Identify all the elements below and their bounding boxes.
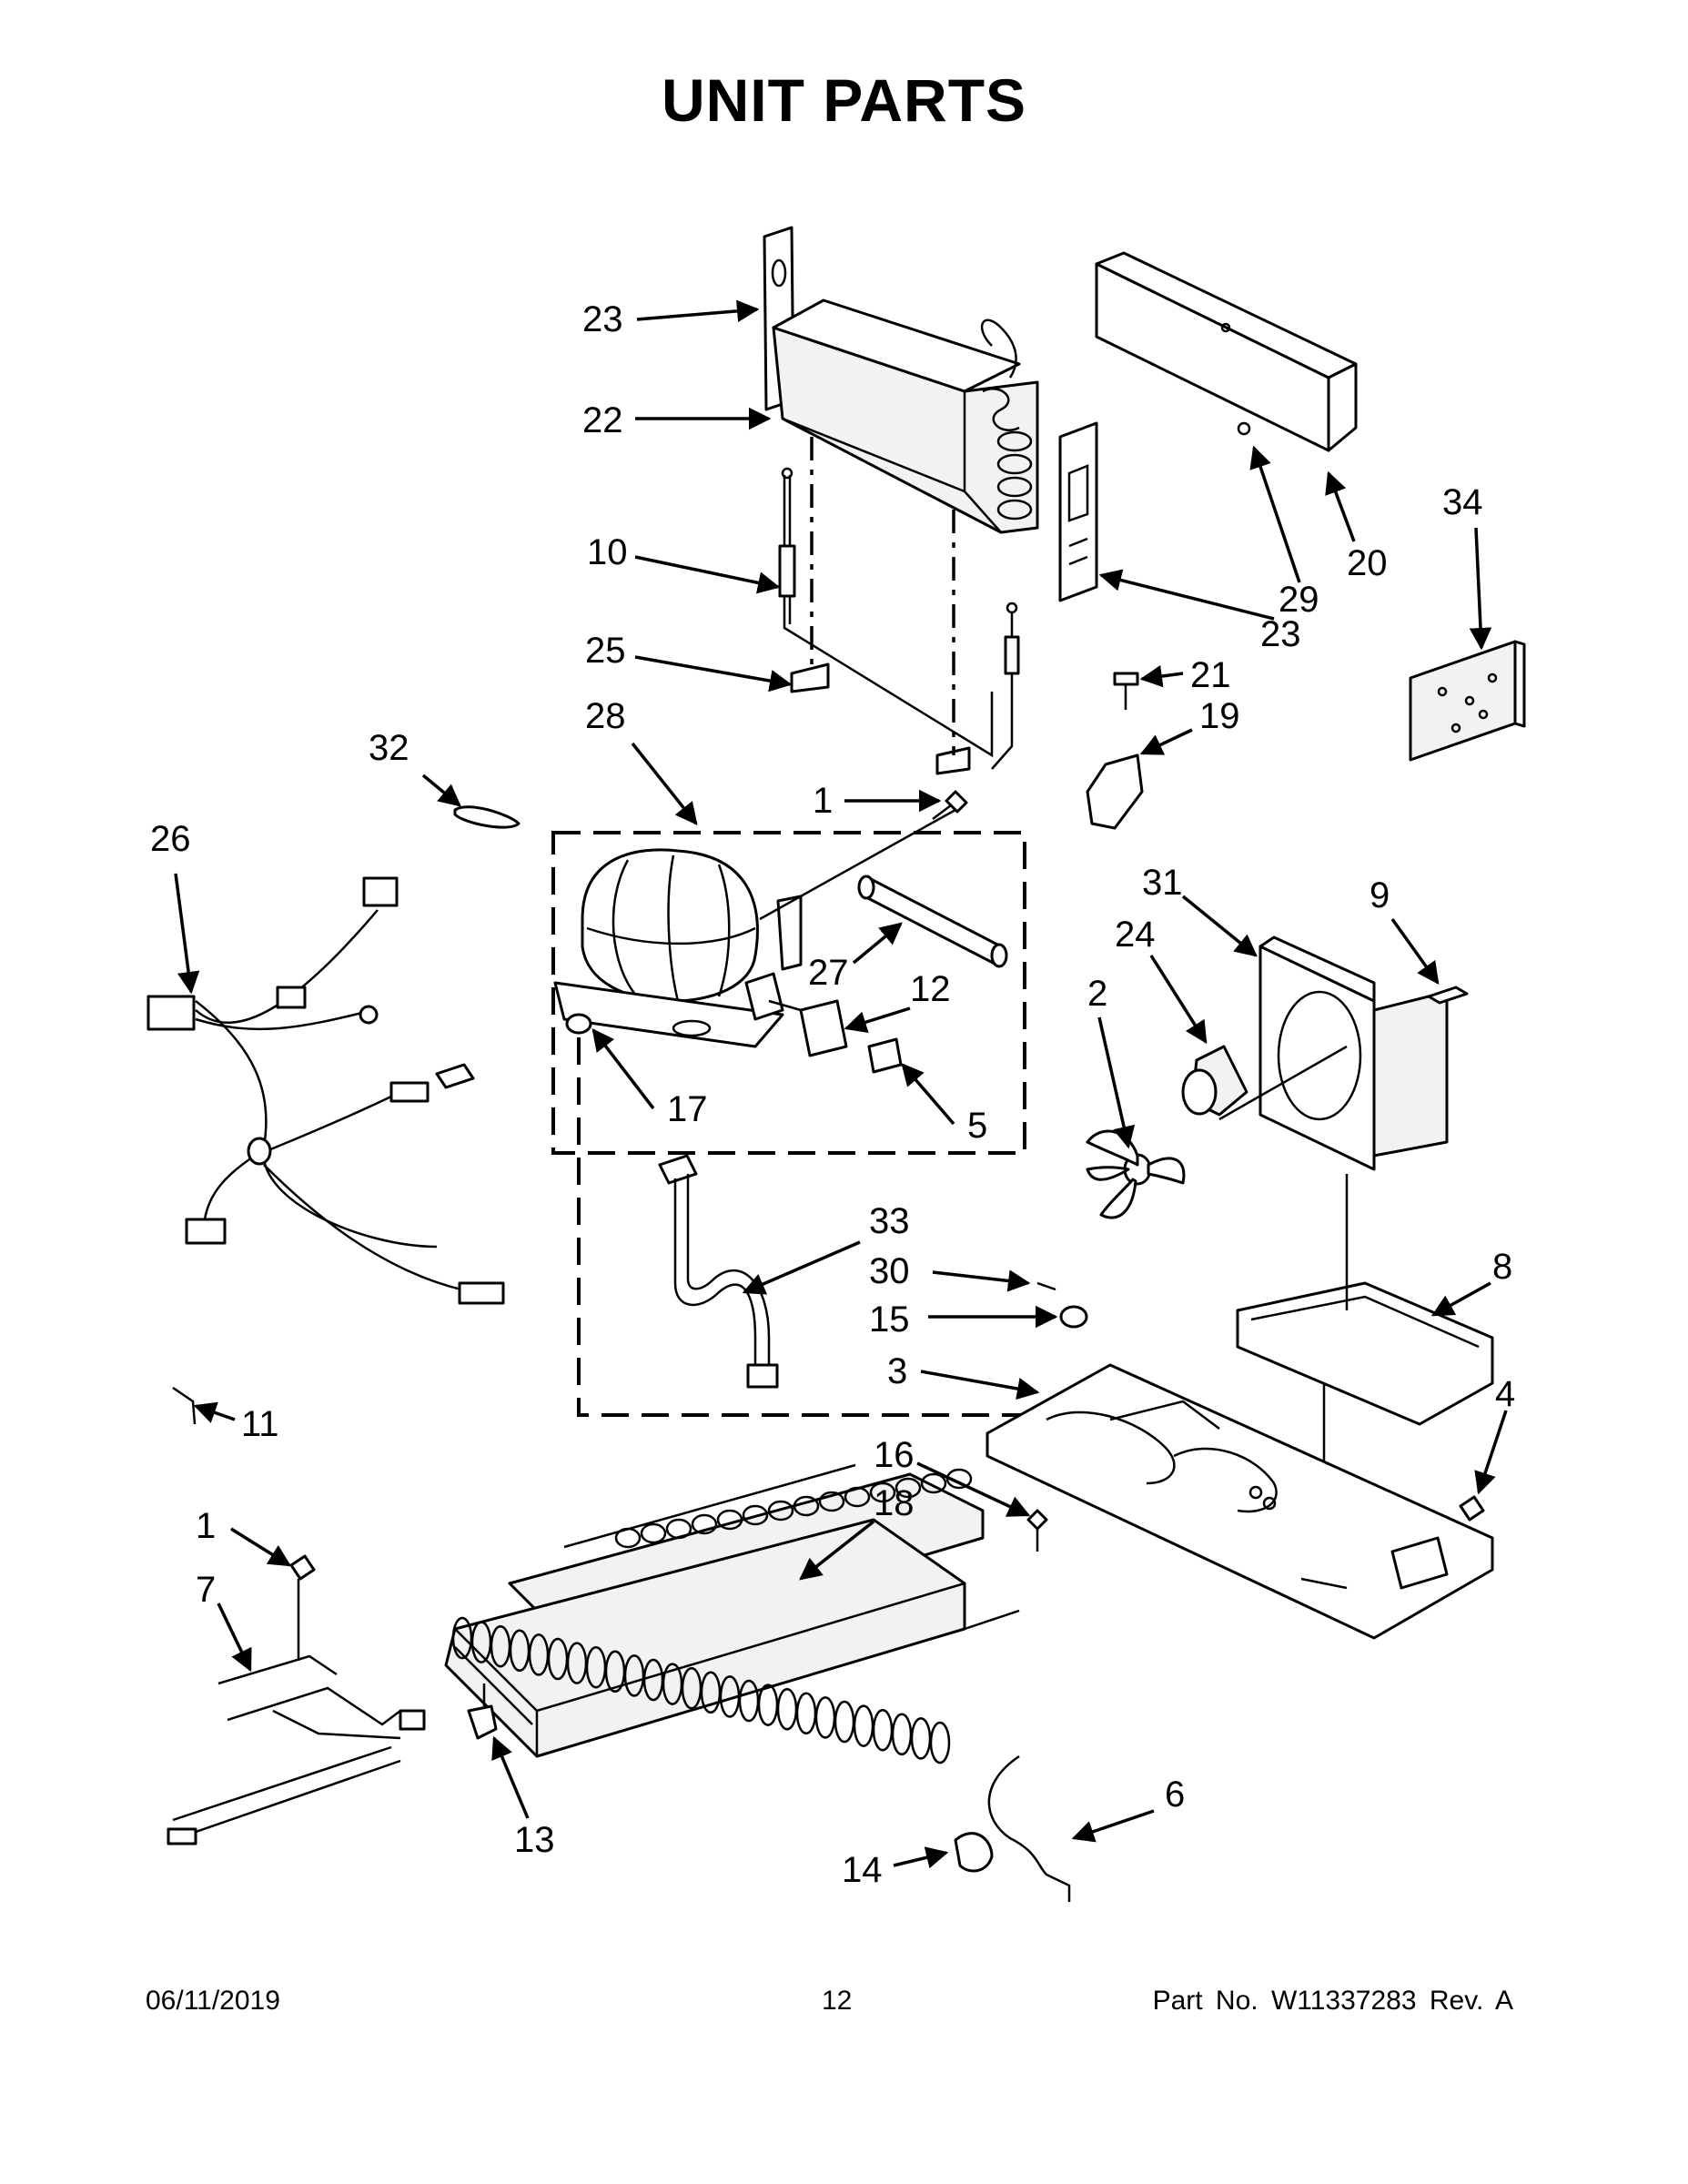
callout-31: 31 xyxy=(1142,863,1183,903)
callout-34: 34 xyxy=(1442,482,1483,522)
strap-illustration xyxy=(453,805,521,829)
callout-32: 32 xyxy=(369,728,409,768)
screw-and-clip-illustration xyxy=(1086,672,1144,830)
coil-loop-top xyxy=(742,1504,769,1526)
harness-7-illustration xyxy=(167,1554,426,1845)
coil-loop xyxy=(853,1704,874,1747)
footer-page-number: 12 xyxy=(822,1986,853,2016)
callout-21: 21 xyxy=(1190,655,1231,695)
callout-20: 20 xyxy=(1347,543,1388,583)
callout-25: 25 xyxy=(585,631,626,671)
callout-6: 6 xyxy=(1165,1774,1185,1815)
callout-arrows xyxy=(174,299,1508,1869)
base-pan-illustration xyxy=(986,1281,1494,1640)
coil-loop xyxy=(834,1700,855,1744)
coil-loop-top xyxy=(920,1472,947,1494)
callout-19: 19 xyxy=(1199,696,1240,736)
callout-7: 7 xyxy=(196,1570,216,1610)
coil-loop-top xyxy=(818,1491,845,1512)
callout-33: 33 xyxy=(869,1201,910,1241)
callout-30: 30 xyxy=(869,1251,910,1291)
evaporator-cover-illustration xyxy=(1058,251,1358,602)
coil-loop xyxy=(891,1713,913,1756)
callout-13: 13 xyxy=(514,1820,555,1860)
screw-1-top-illustration xyxy=(932,790,968,820)
footer-date: 06/11/2019 xyxy=(146,1986,280,2016)
coil-loop xyxy=(795,1692,817,1735)
callout-17: 17 xyxy=(667,1089,708,1129)
callout-11: 11 xyxy=(241,1404,279,1444)
callout-16: 16 xyxy=(874,1435,915,1475)
evaporator-illustration xyxy=(763,226,1039,775)
callout-29: 29 xyxy=(1279,580,1319,620)
callout-26: 26 xyxy=(150,819,191,859)
coil-loop-top xyxy=(691,1513,718,1535)
callout-9: 9 xyxy=(1370,875,1390,915)
coil-loop xyxy=(814,1696,836,1739)
drain-tube-illustration xyxy=(658,1154,779,1389)
wire-harness-illustration xyxy=(147,876,505,1305)
callout-8: 8 xyxy=(1492,1247,1512,1287)
coil-loop-top xyxy=(844,1486,871,1508)
callout-12: 12 xyxy=(910,969,951,1009)
callout-15: 15 xyxy=(869,1299,910,1340)
coil-loop-top xyxy=(895,1477,922,1499)
coil-loop-top xyxy=(767,1500,794,1522)
callout-22: 22 xyxy=(582,400,623,440)
coil-loop xyxy=(776,1687,798,1731)
wire-11-illustration xyxy=(172,1386,197,1425)
coil-loop-top xyxy=(665,1518,692,1540)
compressor-illustration xyxy=(553,808,1008,1074)
condenser-coils xyxy=(451,1468,973,1764)
coil-loop xyxy=(929,1721,951,1764)
tube-6-illustration xyxy=(987,1754,1071,1902)
coil-loop-top xyxy=(640,1522,667,1544)
condenser-fan-illustration xyxy=(1086,935,1469,1219)
callout-14: 14 xyxy=(842,1850,883,1890)
footer-part-number: Part No. W11337283 Rev. A xyxy=(1152,1986,1513,2016)
coil-loop xyxy=(910,1717,932,1760)
callout-2: 2 xyxy=(1087,974,1107,1014)
control-board-illustration xyxy=(1409,640,1526,762)
callout-28: 28 xyxy=(585,696,626,736)
callout-3: 3 xyxy=(887,1351,907,1391)
grommet-14-illustration xyxy=(954,1832,994,1873)
callout-1-top: 1 xyxy=(813,781,833,821)
coil-loop xyxy=(872,1708,894,1752)
condenser-illustration xyxy=(444,1463,1020,1758)
coil-loop-top xyxy=(614,1527,642,1549)
callout-27: 27 xyxy=(808,953,849,993)
callout-1-bottom: 1 xyxy=(196,1506,216,1546)
callout-23-right: 23 xyxy=(1260,614,1301,654)
callout-18: 18 xyxy=(874,1483,915,1523)
callout-5: 5 xyxy=(967,1106,987,1146)
clip-illustration xyxy=(467,1704,498,1740)
callout-23-left: 23 xyxy=(582,299,623,339)
coil-loop-top xyxy=(869,1481,896,1503)
compressor-assembly-box xyxy=(551,831,1026,1155)
coil-loop-top xyxy=(793,1495,820,1517)
callout-24: 24 xyxy=(1115,915,1156,955)
callout-labels: 23 22 10 25 28 32 26 1 27 12 17 5 33 30 … xyxy=(150,299,1515,1890)
page-title: UNIT PARTS xyxy=(661,66,1027,134)
callout-4: 4 xyxy=(1495,1374,1515,1414)
coil-loop-top xyxy=(716,1509,743,1531)
callout-10: 10 xyxy=(587,532,628,572)
coil-loop xyxy=(757,1684,779,1726)
